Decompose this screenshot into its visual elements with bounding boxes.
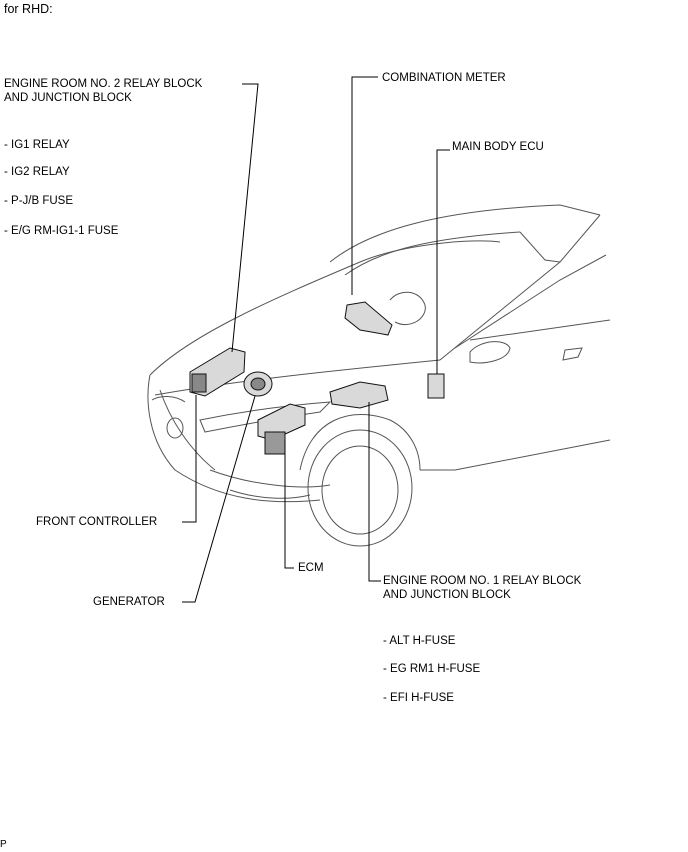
er1-item: - EFI H-FUSE: [383, 692, 454, 704]
label-front-controller: FRONT CONTROLLER: [36, 516, 158, 528]
label-ecm: ECM: [298, 562, 324, 574]
er2-item: - IG2 RELAY: [4, 166, 70, 178]
variant-heading: for RHD:: [4, 2, 53, 16]
label-er1-relay-block: ENGINE ROOM NO. 1 RELAY BLOCK: [383, 575, 582, 587]
er2-item: - E/G RM-IG1-1 FUSE: [4, 225, 119, 237]
er2-item: - IG1 RELAY: [4, 139, 70, 151]
leader-lines: [182, 76, 450, 603]
vehicle-outline: [147, 204, 611, 547]
er1-item: - ALT H-FUSE: [383, 635, 456, 647]
er2-item: - P-J/B FUSE: [4, 195, 74, 207]
label-combination-meter: COMBINATION METER: [382, 72, 506, 84]
label-er1-junction-block: AND JUNCTION BLOCK: [383, 589, 511, 601]
label-er2-relay-block: ENGINE ROOM NO. 2 RELAY BLOCK: [4, 78, 203, 90]
label-generator: GENERATOR: [93, 596, 165, 608]
figure-code: P: [0, 839, 7, 850]
component-icons: [189, 301, 445, 455]
label-main-body-ecu: MAIN BODY ECU: [452, 141, 544, 153]
label-er2-junction-block: AND JUNCTION BLOCK: [4, 92, 132, 104]
er1-item: - EG RM1 H-FUSE: [383, 663, 481, 675]
